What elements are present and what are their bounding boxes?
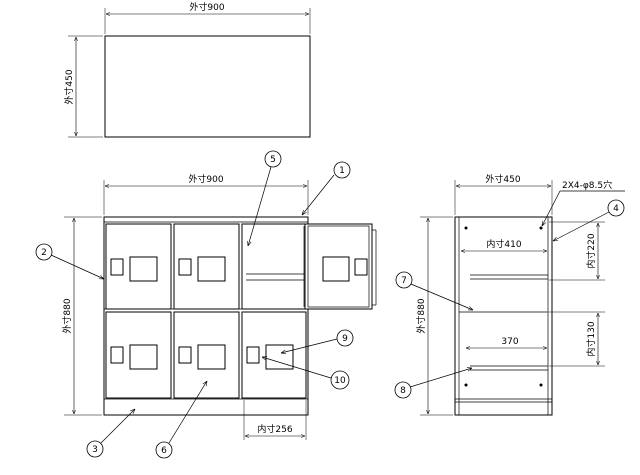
top-width-label: 外寸900 [189,1,224,13]
front-height-label: 外寸880 [61,298,73,333]
callout-4-text: 4 [613,204,619,214]
callout-2 [35,243,53,261]
callout-7 [395,271,413,289]
door-top-middle [173,223,240,310]
callout-3 [86,440,104,458]
side-width-label: 外寸450 [485,173,520,185]
front-view: 外寸900 外寸880 内寸256 [61,173,377,440]
mount-hole [539,383,543,387]
mount-hole [464,226,468,230]
callout-10-text: 10 [334,376,346,386]
side-body-outline [454,216,553,416]
door-handle [178,346,192,364]
open-compartment [241,223,307,310]
callout-3-text: 3 [92,445,98,455]
door-handle [110,258,124,276]
callout-9 [336,329,354,347]
door-handle [354,258,368,276]
side-view: 外寸450 2X4-φ8.5穴 外寸880 内寸410 内寸220 内寸130 … [415,173,625,416]
callout-5 [264,150,282,168]
side-depth-label: 370 [501,337,518,347]
callouts: 1 5 2 3 6 9 10 4 7 8 [35,150,625,459]
door-bottom-middle [173,311,240,399]
door-bottom-right [241,311,307,399]
door-handle [246,346,260,364]
front-width-label: 外寸900 [188,173,223,185]
side-inner-height-upper-label: 内寸220 [585,233,597,268]
top-depth-label: 外寸450 [63,69,75,104]
name-plate [322,256,350,282]
door-bottom-left [105,311,172,399]
callout-6 [155,441,173,459]
mount-hole [539,226,543,230]
callout-1-text: 1 [339,166,345,176]
callout-2-text: 2 [41,248,47,258]
front-body-outline [103,216,309,416]
mount-hole [464,383,468,387]
callout-7-text: 7 [401,276,407,286]
callout-9-text: 9 [342,334,348,344]
top-view: 外寸900 外寸450 [63,1,311,138]
hole-leader [542,190,561,226]
door-handle [110,346,124,364]
hole-spec-label: 2X4-φ8.5穴 [562,179,612,191]
side-height-label: 外寸880 [415,298,427,333]
callout-6-text: 6 [161,446,167,456]
name-plate [129,344,158,370]
side-inner-height-lower-label: 内寸130 [585,321,597,356]
callout-8 [394,381,412,399]
top-view-outline [104,35,311,138]
name-plate [197,256,226,282]
name-plate [129,256,158,282]
front-inner-width-label: 内寸256 [257,423,292,435]
name-plate [197,344,226,370]
door-handle [178,258,192,276]
callout-10 [330,370,350,390]
callout-1 [333,161,351,179]
callout-5-text: 5 [270,155,276,165]
open-door [304,223,373,310]
callout-4 [607,199,625,217]
door-top-left [105,223,172,310]
side-inner-width-label: 内寸410 [486,238,521,250]
callout-8-text: 8 [400,386,406,396]
